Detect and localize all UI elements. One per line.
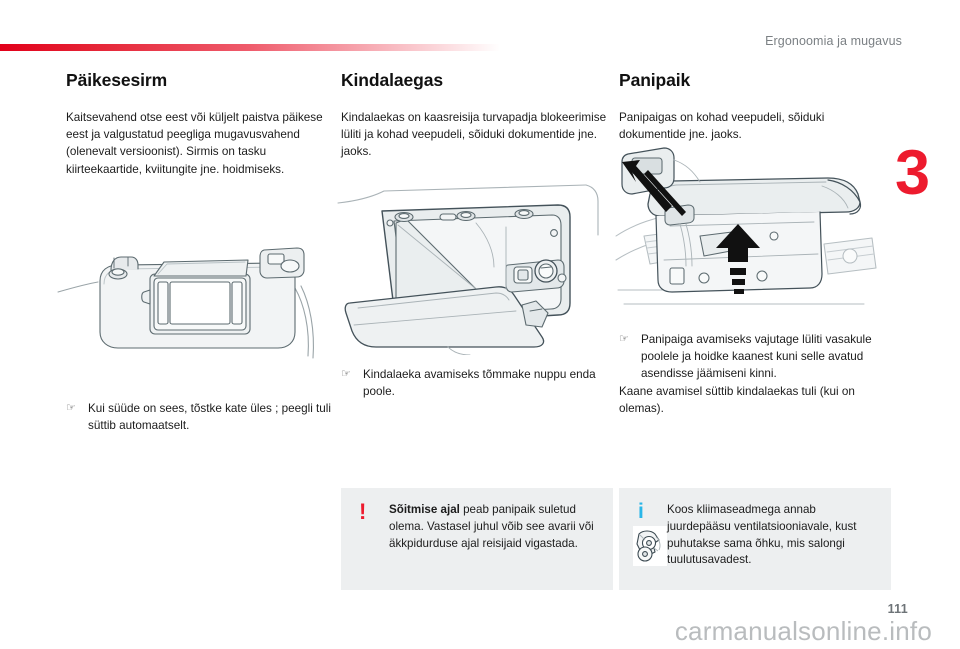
warning-lead: Sõitmise ajal bbox=[389, 503, 460, 516]
info-callout: i Koos kliimaseadmega annab juurdepääsu … bbox=[619, 488, 891, 590]
warning-body: peab panipaik suletud olema. Vastasel ju… bbox=[389, 503, 594, 550]
overhead-storage-illustration bbox=[614, 140, 899, 317]
page-title-panipaik: Panipaik bbox=[619, 70, 691, 90]
page-title-kindalaegas: Kindalaegas bbox=[341, 70, 443, 90]
bullet-list-panipaik: ☞ Panipaiga avamiseks vajutage lüliti va… bbox=[619, 331, 894, 417]
pointing-hand-icon: ☞ bbox=[66, 402, 76, 414]
chapter-number: 3 bbox=[894, 138, 930, 208]
bullet-item: ☞ Kui süüde on sees, tõstke kate üles ; … bbox=[66, 400, 341, 434]
column-kindalaegas: Kindalaegas Kindalaekas on kaasreisija t… bbox=[341, 70, 611, 161]
paragraph-kindalaegas-intro: Kindalaekas on kaasreisija turvapadja bl… bbox=[341, 111, 607, 159]
info-mark: i bbox=[633, 500, 667, 576]
info-callout-text: Koos kliimaseadmega annab juurdepääsu ve… bbox=[667, 503, 857, 567]
column-pakesesirm: Päikesesirm Kaitsevahend otse eest või k… bbox=[66, 70, 336, 178]
column-panipaik: Panipaik Panipaigas on kohad veepudeli, … bbox=[619, 70, 889, 143]
paragraph-pakesesirm-intro: Kaitsevahend otse eest või küljelt paist… bbox=[66, 111, 323, 176]
info-icon: i bbox=[638, 500, 644, 523]
pointing-hand-icon: ☞ bbox=[619, 333, 629, 345]
warning-callout-text: Sõitmise ajal peab panipaik suletud olem… bbox=[389, 502, 597, 576]
bullet-label: Panipaiga avamiseks vajutage lüliti vasa… bbox=[641, 333, 872, 381]
bullet-label: Kindalaeka avamiseks tõmmake nuppu enda … bbox=[363, 368, 596, 399]
header-red-rule bbox=[0, 44, 500, 51]
bullet-list-pakesesirm: ☞ Kui süüde on sees, tõstke kate üles ; … bbox=[66, 400, 341, 434]
warning-mark: ! bbox=[355, 499, 389, 576]
bullet-item: ☞ Panipaiga avamiseks vajutage lüliti va… bbox=[619, 331, 894, 383]
ventilation-fan-thumbnail bbox=[633, 525, 667, 566]
pointing-hand-icon: ☞ bbox=[341, 368, 351, 380]
bullet-item: ☞ Kindalaeka avamiseks tõmmake nuppu end… bbox=[341, 366, 616, 400]
page-number: 111 bbox=[887, 602, 908, 616]
glove-box-illustration bbox=[336, 175, 606, 360]
paragraph-panipaik-note: Kaane avamisel süttib kindalaekas tuli (… bbox=[619, 384, 855, 415]
page-title-pakesesirm: Päikesesirm bbox=[66, 70, 168, 90]
bullet-list-kindalaegas: ☞ Kindalaeka avamiseks tõmmake nuppu end… bbox=[341, 366, 616, 400]
exclamation-icon: ! bbox=[359, 499, 367, 524]
warning-callout: ! Sõitmise ajal peab panipaik suletud ol… bbox=[341, 488, 613, 590]
bullet-label: Kui süüde on sees, tõstke kate üles ; pe… bbox=[88, 402, 331, 433]
sun-visor-illustration bbox=[52, 212, 352, 497]
site-watermark: carmanualsonline.info bbox=[674, 616, 932, 646]
chapter-header-title: Ergonoomia ja mugavus bbox=[765, 34, 902, 48]
paragraph-panipaik-intro: Panipaigas on kohad veepudeli, sõiduki d… bbox=[619, 111, 825, 142]
